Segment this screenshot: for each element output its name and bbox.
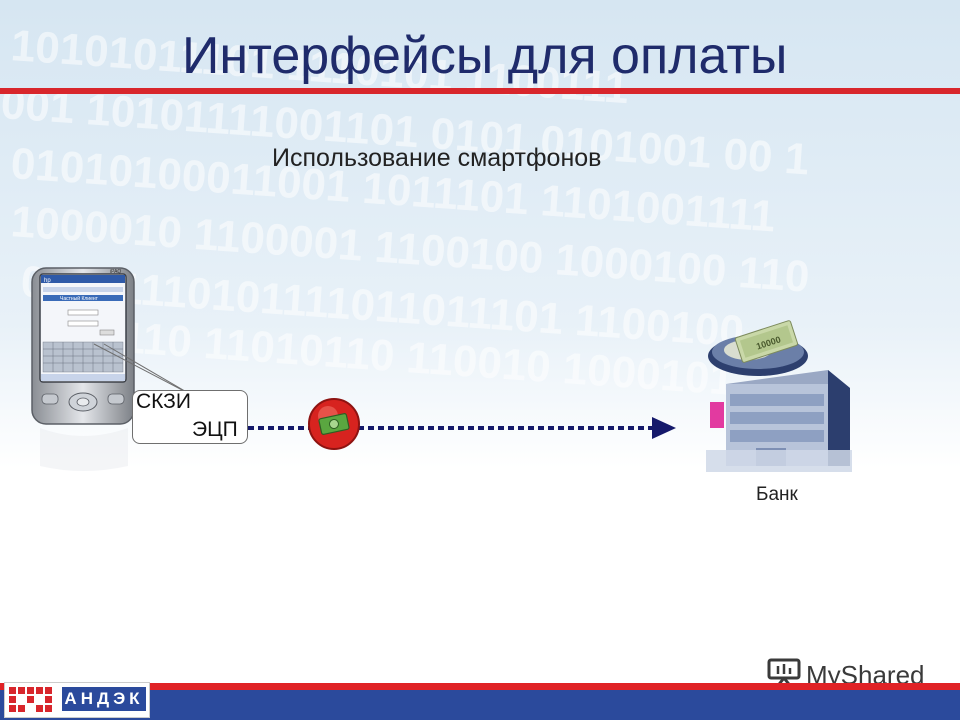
digital-signature-label: ЭЦП <box>192 418 238 441</box>
payment-arrow <box>248 417 676 439</box>
slide-subtitle: Использование смартфонов <box>272 144 602 172</box>
phone-screen-header: Частный Клиент <box>60 295 99 302</box>
crypto-protection-label: СКЗИ <box>136 390 191 413</box>
logo-text: АНДЭК <box>62 687 146 711</box>
footer-stripe <box>0 683 960 690</box>
slide-title: Интерфейсы для оплаты <box>182 27 788 85</box>
callout-box <box>132 390 248 444</box>
footer-bar <box>0 690 960 720</box>
money-coin-icon <box>308 398 360 450</box>
title-underline <box>0 88 960 94</box>
smartphone-icon: hp iPAQ Частный Клиент <box>31 267 135 471</box>
logo-mosaic-icon <box>8 686 58 714</box>
phone-brand: hp <box>44 278 51 284</box>
callout-pointer <box>93 343 191 395</box>
bank-building-icon: 10000 <box>706 320 852 472</box>
phone-model: iPAQ <box>110 269 121 275</box>
bank-label: Банк <box>756 484 798 505</box>
